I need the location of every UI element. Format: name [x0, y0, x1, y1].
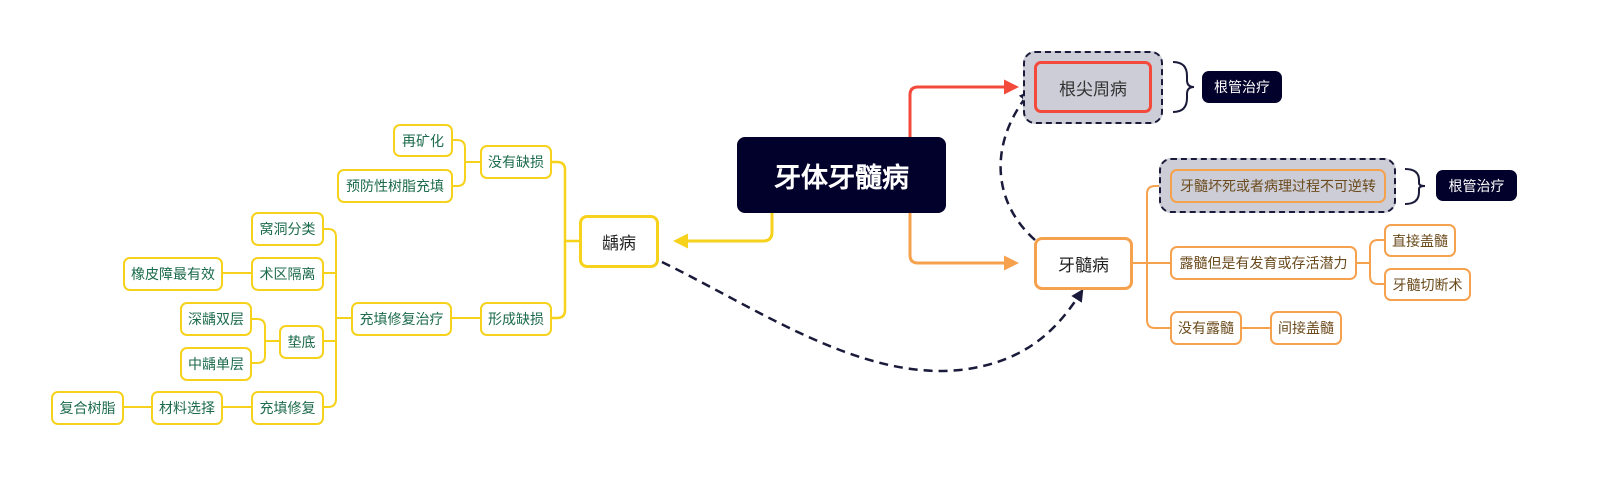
not-exposed-label: 没有露髓 [1178, 321, 1234, 337]
link-caries-branches [551, 160, 580, 320]
material-node[interactable]: 材料选择 [151, 391, 223, 425]
indirect-capping-node[interactable]: 间接盖髓 [1270, 311, 1342, 345]
cavity-class-node[interactable]: 窝洞分类 [251, 212, 324, 246]
link-root-pulp [908, 212, 1019, 271]
no-defect-label: 没有缺损 [488, 155, 544, 171]
root-node[interactable]: 牙体牙髓病 [737, 137, 946, 213]
preventive-resin-label: 预防性树脂充填 [346, 179, 444, 195]
medium-caries-label: 中龋单层 [188, 357, 244, 373]
periapical-summary[interactable]: 根管治疗 [1202, 71, 1282, 103]
periapical-node[interactable]: 根尖周病 [1034, 61, 1152, 113]
composite-resin-label: 复合树脂 [59, 401, 116, 417]
pulpotomy-label: 牙髓切断术 [1392, 277, 1463, 294]
exposed-node[interactable]: 露髓但是有发育或存活潜力 [1170, 246, 1357, 280]
periapical-label: 根尖周病 [1059, 79, 1127, 100]
link-root-periapical [908, 79, 1019, 137]
defect-label: 形成缺损 [488, 312, 544, 328]
composite-resin-node[interactable]: 复合树脂 [51, 391, 124, 425]
restoration-node[interactable]: 充填修复 [251, 391, 324, 425]
isolation-node[interactable]: 术区隔离 [251, 257, 324, 291]
relation-caries-to-pulp [661, 260, 1084, 373]
filling-treatment-node[interactable]: 充填修复治疗 [351, 302, 452, 336]
material-label: 材料选择 [159, 401, 215, 417]
defect-node[interactable]: 形成缺损 [480, 302, 552, 336]
direct-capping-node[interactable]: 直接盖髓 [1384, 224, 1456, 257]
caries-label: 龋病 [602, 234, 636, 254]
medium-caries-node[interactable]: 中龋单层 [180, 347, 252, 381]
indirect-capping-label: 间接盖髓 [1278, 321, 1334, 337]
pulp-summary-label: 根管治疗 [1448, 178, 1505, 195]
link-base-children [252, 318, 280, 364]
deep-caries-label: 深龋双层 [188, 312, 244, 328]
irreversible-label: 牙髓坏死或者病理过程不可逆转 [1180, 179, 1376, 195]
pulpotomy-node[interactable]: 牙髓切断术 [1384, 268, 1471, 301]
remineralization-label: 再矿化 [402, 133, 444, 150]
remineralization-node[interactable]: 再矿化 [393, 124, 453, 157]
no-defect-node[interactable]: 没有缺损 [480, 145, 552, 179]
direct-capping-label: 直接盖髓 [1392, 233, 1448, 250]
caries-node[interactable]: 龋病 [579, 215, 659, 268]
cavity-class-label: 窝洞分类 [259, 222, 316, 238]
preventive-resin-node[interactable]: 预防性树脂充填 [337, 169, 453, 203]
pulp-summary[interactable]: 根管治疗 [1436, 170, 1517, 201]
deep-caries-node[interactable]: 深龋双层 [180, 302, 252, 336]
pulp-node[interactable]: 牙髓病 [1034, 237, 1133, 290]
rubber-dam-node[interactable]: 橡皮障最有效 [123, 257, 223, 291]
irreversible-node[interactable]: 牙髓坏死或者病理过程不可逆转 [1170, 169, 1386, 203]
rubber-dam-label: 橡皮障最有效 [131, 267, 215, 283]
summary-brace-periapical [1172, 61, 1195, 113]
link-treatment-children [324, 228, 352, 408]
isolation-label: 术区隔离 [259, 267, 316, 283]
summary-brace-pulp [1404, 168, 1426, 205]
link-root-caries [673, 212, 774, 249]
base-node[interactable]: 垫底 [279, 325, 324, 359]
not-exposed-node[interactable]: 没有露髓 [1170, 311, 1242, 345]
link-exposed-children [1356, 239, 1385, 285]
periapical-summary-label: 根管治疗 [1214, 80, 1270, 96]
exposed-label: 露髓但是有发育或存活潜力 [1179, 256, 1348, 272]
filling-treatment-label: 充填修复治疗 [359, 312, 444, 328]
root-label: 牙体牙髓病 [774, 162, 909, 194]
base-label: 垫底 [287, 335, 316, 351]
pulp-label: 牙髓病 [1058, 256, 1109, 276]
restoration-label: 充填修复 [259, 401, 316, 417]
link-nodefect-children [453, 139, 481, 187]
